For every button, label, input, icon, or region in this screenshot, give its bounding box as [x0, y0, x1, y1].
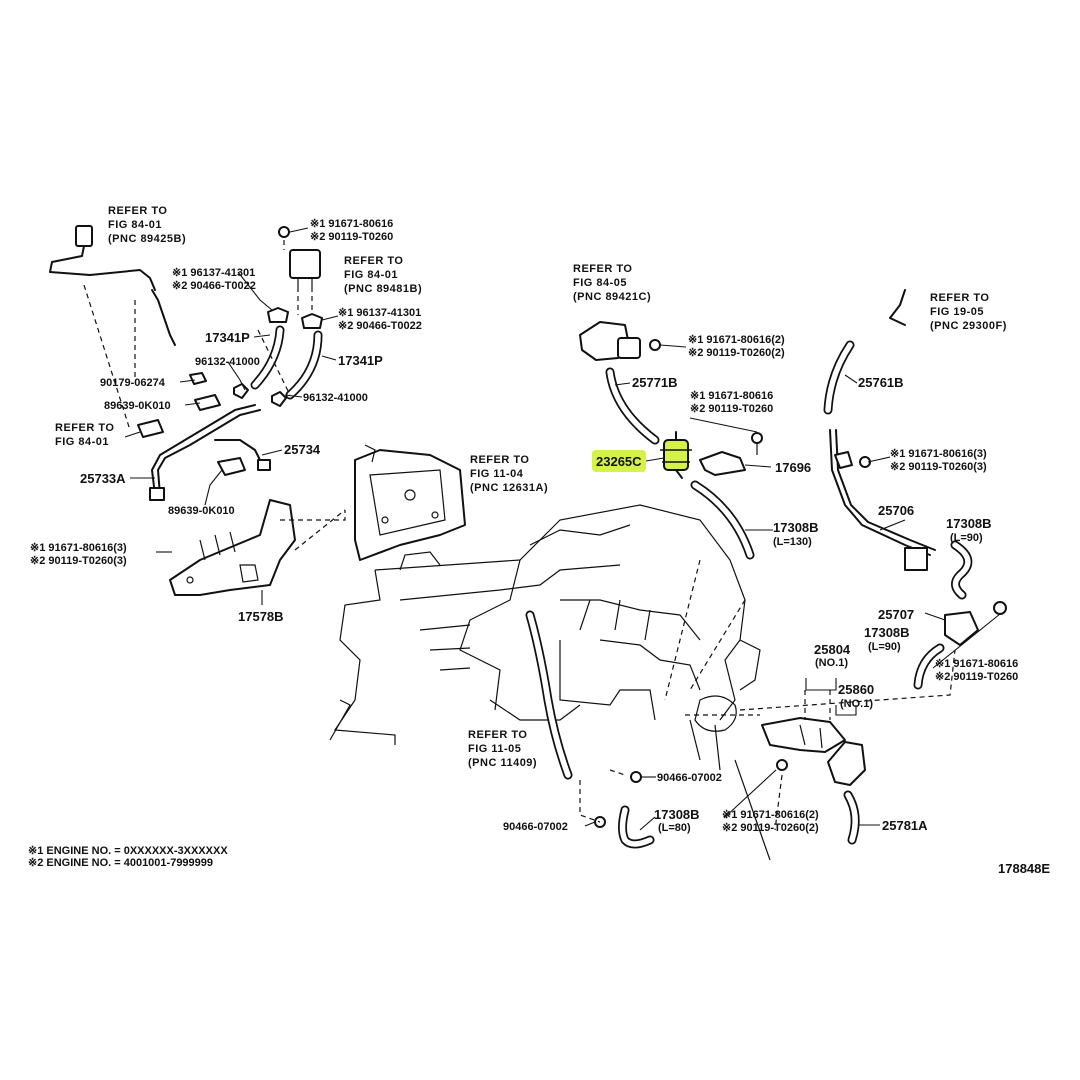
hose-25781a: [843, 790, 860, 845]
bracket-17696: [699, 432, 763, 476]
pair-q4-line1: ※1 91671-80616(3): [30, 542, 127, 554]
ref-fig-11-05-line3: (PNC 11409): [468, 757, 537, 769]
pair-q6-line2: ※2 90119-T0260: [690, 403, 773, 415]
ref-fig-84-01-a-line2: FIG 84-01: [108, 219, 162, 231]
part-25860-no: (NO.1): [840, 698, 873, 710]
pair-q9-line2: ※2 90119-T0260(2): [722, 822, 819, 834]
ref-fig-84-01-b-line1: REFER TO: [344, 255, 403, 267]
pair-q7-line2: ※2 90119-T0260(3): [890, 461, 987, 473]
part-17308b-80: 17308B: [654, 807, 700, 822]
part-23265c: 23265C: [596, 454, 642, 469]
ref-fig-19-05-line1: REFER TO: [930, 292, 989, 304]
leader-lines: [124, 227, 1001, 831]
part-17308b-130-length: (L=130): [773, 536, 812, 548]
part-90466-07002-b: 90466-07002: [503, 821, 568, 833]
ref-fig-84-01-c-line1: REFER TO: [55, 422, 114, 434]
valve-23265c: [660, 431, 692, 479]
pair-q1-line2: ※2 90119-T0260: [310, 231, 393, 243]
part-96132-41000-b: 96132-41000: [303, 392, 368, 404]
hose-17308b-90-right: [950, 540, 973, 600]
hose-17308b-90-mid: [913, 643, 945, 690]
ref-fig-11-04-line2: FIG 11-04: [470, 468, 524, 480]
part-17341p-left: 17341P: [205, 330, 250, 345]
part-17696: 17696: [775, 460, 811, 475]
ref-fig-84-01-a-line3: (PNC 89425B): [108, 233, 186, 245]
part-89639-0k010-a: 89639-0K010: [104, 400, 171, 412]
part-25706: 25706: [878, 503, 914, 518]
part-25804-no: (NO.1): [815, 657, 848, 669]
ref-fig-84-05-line3: (PNC 89421C): [573, 291, 651, 303]
highlight-23265c: [592, 450, 646, 472]
part-17578b: 17578B: [238, 609, 284, 624]
ref-fig-11-04-line1: REFER TO: [470, 454, 529, 466]
ref-fig-84-01-c-line2: FIG 84-01: [55, 436, 109, 448]
vsv-25860: [761, 717, 866, 831]
pair-q4-line2: ※2 90119-T0260(3): [30, 555, 127, 567]
pipe-25761b-25706: [823, 289, 936, 571]
part-89639-0k010-b: 89639-0K010: [168, 505, 235, 517]
part-25781a: 25781A: [882, 818, 928, 833]
ref-fig-11-04-line3: (PNC 12631A): [470, 482, 548, 494]
part-25804: 25804: [814, 642, 851, 657]
part-25860: 25860: [838, 682, 874, 697]
part-17308b-90-mid-length: (L=90): [868, 641, 901, 653]
bracket-17578-support: [354, 444, 466, 561]
ref-fig-84-01-a-line1: REFER TO: [108, 205, 167, 217]
part-17308b-80-length: (L=80): [658, 822, 691, 834]
ref-fig-84-05-line1: REFER TO: [573, 263, 632, 275]
part-25734: 25734: [284, 442, 321, 457]
ref-fig-84-01-b-line3: (PNC 89481B): [344, 283, 422, 295]
hoses-17341p: [233, 325, 323, 407]
pair-q7-line1: ※1 91671-80616(3): [890, 448, 987, 460]
ref-fig-84-01-b-line2: FIG 84-01: [344, 269, 398, 281]
part-17341p-right: 17341P: [338, 353, 383, 368]
engine-block: [329, 504, 771, 861]
part-17308b-130: 17308B: [773, 520, 819, 535]
ref-fig-11-05-line1: REFER TO: [468, 729, 527, 741]
part-17308b-90-right-length: (L=90): [950, 532, 983, 544]
pair-q3-line2: ※2 90466-T0022: [338, 320, 422, 332]
sensor-wire-89425: [49, 225, 176, 431]
map-sensor-89481: [267, 226, 323, 329]
footnote-engine-2: ※2 ENGINE NO. = 4001001-7999999: [28, 857, 213, 869]
ref-fig-19-05-line3: (PNC 29300F): [930, 320, 1007, 332]
part-17308b-90-right: 17308B: [946, 516, 992, 531]
pair-q9-line1: ※1 91671-80616(2): [722, 809, 819, 821]
ref-fig-11-05-line2: FIG 11-05: [468, 743, 521, 755]
pair-q8-line1: ※1 91671-80616: [935, 658, 1018, 670]
pair-q5-line1: ※1 91671-80616(2): [688, 334, 785, 346]
part-90466-07002-a: 90466-07002: [657, 772, 722, 784]
figure-code: 178848E: [998, 861, 1050, 876]
part-17308b-90-mid: 17308B: [864, 625, 910, 640]
pair-q3-line1: ※1 96137-41301: [338, 307, 421, 319]
part-25707: 25707: [878, 607, 914, 622]
pair-q8-line2: ※2 90119-T0260: [935, 671, 1018, 683]
part-96132-41000-a: 96132-41000: [195, 356, 260, 368]
part-25761b: 25761B: [858, 375, 904, 390]
pipes-25733a-25734: [137, 372, 271, 501]
ref-fig-84-05-line2: FIG 84-05: [573, 277, 627, 289]
bracket-17578b: [169, 499, 296, 596]
hose-bottom-left: [525, 610, 573, 780]
pair-q2-line1: ※1 96137-41301: [172, 267, 255, 279]
footnote-engine-1: ※1 ENGINE NO. = 0XXXXXX-3XXXXXX: [28, 845, 228, 857]
pair-q5-line2: ※2 90119-T0260(2): [688, 347, 785, 359]
hose-17308b-80: [594, 771, 655, 849]
part-90179-06274: 90179-06274: [100, 377, 166, 389]
hose-25771b: [605, 367, 660, 445]
ref-fig-19-05-line2: FIG 19-05: [930, 306, 984, 318]
pair-q2-line2: ※2 90466-T0022: [172, 280, 256, 292]
pair-q1-line1: ※1 91671-80616: [310, 218, 393, 230]
part-25771b: 25771B: [632, 375, 678, 390]
bracket-25707: [944, 601, 1007, 646]
dashed-connectors: [134, 300, 956, 823]
pair-q6-line1: ※1 91671-80616: [690, 390, 773, 402]
part-25733a: 25733A: [80, 471, 126, 486]
hose-17308b-130: [690, 480, 755, 560]
sensor-89421c: [579, 321, 661, 361]
